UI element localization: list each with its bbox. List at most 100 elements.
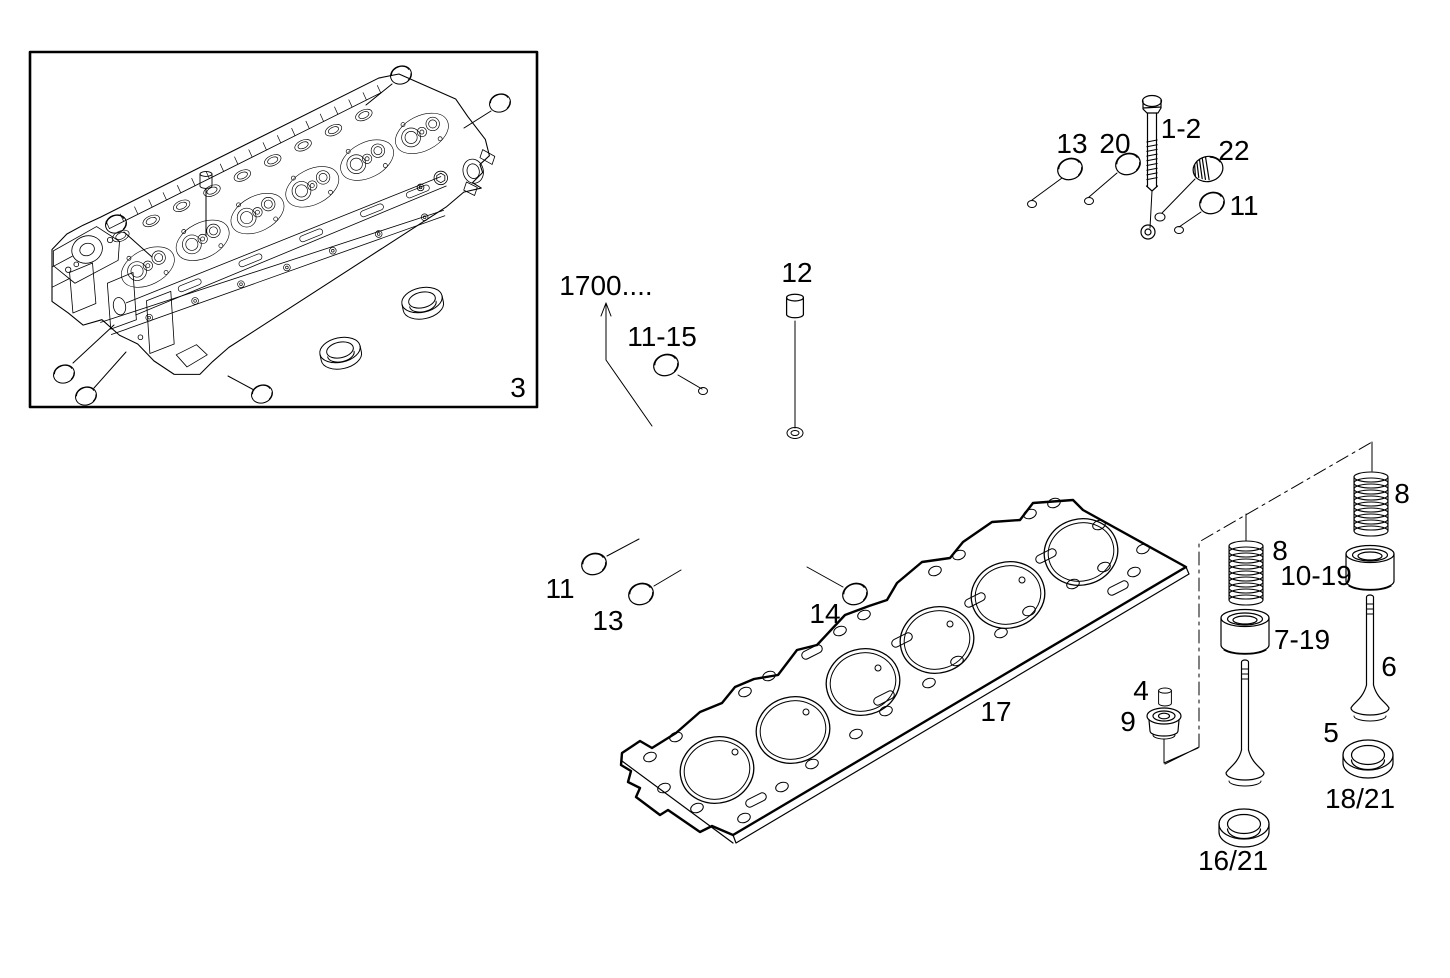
gasket-slot	[891, 632, 913, 648]
gasket-hole	[775, 781, 789, 793]
gasket-holes	[643, 497, 1150, 824]
spring-coil	[1353, 483, 1389, 495]
callout-13-bottom: 13	[592, 605, 624, 636]
gasket-hole	[857, 609, 871, 621]
spring-coil	[1228, 540, 1264, 552]
callout-18-21: 18/21	[1324, 783, 1396, 814]
plug-11-15	[650, 350, 682, 380]
gasket-hole	[669, 731, 683, 743]
inset-plug	[248, 381, 276, 407]
inset-plug	[50, 361, 78, 387]
bolt-thread	[1146, 167, 1158, 171]
tappet-10-19-drawing	[1345, 544, 1395, 591]
callout-7-19: 7-19	[1273, 624, 1331, 655]
spring-coil	[1353, 489, 1389, 501]
callout-6: 6	[1381, 651, 1397, 682]
valve-5-drawing	[1225, 659, 1265, 787]
spring-coil	[1228, 582, 1264, 594]
plugs-and-bolt	[578, 94, 1228, 609]
tappet-7-19-drawing	[1220, 608, 1270, 655]
gasket-hole	[762, 670, 776, 682]
spring-coil	[1353, 501, 1389, 513]
gasket-hole	[1066, 578, 1080, 590]
bolt-thread	[1146, 153, 1158, 157]
gasket-outline	[619, 498, 1188, 837]
gasket-bore-inner	[829, 652, 897, 712]
gasket-bore-inner	[974, 565, 1042, 625]
spring-coil	[1228, 594, 1264, 606]
gasket-slot	[801, 644, 823, 660]
callout-16-21: 16/21	[1197, 845, 1269, 876]
inset-seal-ring	[316, 333, 365, 374]
gasket-hole	[805, 758, 819, 770]
stem-seal-9-drawing	[1146, 707, 1182, 740]
gasket-hole	[833, 625, 847, 637]
bolt-thread	[1146, 144, 1158, 148]
gasket-bore-inner	[1047, 522, 1115, 582]
inset-box	[28, 50, 539, 409]
valve-spring-drawing	[1228, 540, 1264, 606]
callout-13-top: 13	[1056, 128, 1088, 159]
callout-22: 22	[1218, 135, 1250, 166]
gasket-slot	[1107, 580, 1129, 596]
gasket-hole	[922, 677, 936, 689]
gasket-slot	[1035, 548, 1057, 564]
callout-11-bottom: 11	[545, 573, 575, 604]
spring-coil	[1228, 552, 1264, 564]
inset-leader-lines	[72, 83, 492, 391]
callout-5: 5	[1323, 717, 1339, 748]
valve-train-parts	[1146, 441, 1395, 848]
inset-plug	[72, 383, 100, 409]
gasket-hole	[952, 549, 966, 561]
inset-border	[28, 50, 539, 409]
assembly-ref-arrow	[600, 302, 653, 427]
plug-11-top	[1196, 188, 1228, 218]
bolt-thread	[1146, 158, 1158, 162]
spring-coil	[1353, 471, 1389, 483]
callout-8-left: 8	[1272, 535, 1288, 566]
callout-12: 12	[781, 257, 813, 288]
callout-11-15: 11-15	[627, 321, 697, 352]
spring-coil	[1353, 495, 1389, 507]
callout-11-top: 11	[1229, 190, 1259, 221]
gasket-slot	[964, 592, 986, 608]
gasket-hole	[737, 812, 751, 824]
gasket-bore-inner	[759, 700, 827, 760]
gasket-bore-inner	[683, 740, 751, 800]
bush-4-drawing	[1158, 687, 1172, 707]
spring-coil	[1353, 507, 1389, 519]
spring-coil	[1228, 576, 1264, 588]
head-gasket-drawing	[619, 497, 1190, 844]
gasket-hole	[950, 655, 964, 667]
gasket-hole	[1092, 519, 1106, 531]
gasket-hole	[1023, 508, 1037, 520]
spring-coil	[1228, 558, 1264, 570]
gasket-hole	[1127, 566, 1141, 578]
callout-8-right: 8	[1394, 478, 1410, 509]
gasket-bore	[825, 648, 901, 716]
gasket-hole	[643, 751, 657, 763]
leader-lines	[606, 172, 1202, 588]
gasket-slot	[873, 690, 895, 706]
callout-1-2: 1-2	[1160, 113, 1202, 144]
spring-coil	[1353, 519, 1389, 531]
spring-coil	[1353, 513, 1389, 525]
head-bolt-drawing	[1140, 94, 1163, 240]
spring-coil	[1228, 570, 1264, 582]
gasket-hole	[994, 627, 1008, 639]
callout-3: 3	[510, 372, 526, 403]
gasket-bore-inner	[903, 610, 971, 670]
gasket-hole	[690, 802, 704, 814]
callout-10-19: 10-19	[1280, 560, 1352, 591]
gasket-hole	[738, 686, 752, 698]
gasket-pin-hole	[874, 664, 882, 672]
gasket-pin-hole	[1018, 576, 1026, 584]
valve-6-drawing	[1350, 594, 1390, 722]
gasket-hole	[849, 728, 863, 740]
gasket-bore	[679, 736, 755, 804]
gasket-bore	[899, 606, 975, 674]
gasket-hole	[1047, 497, 1061, 509]
spring-coil	[1228, 546, 1264, 558]
spring-coil	[1228, 564, 1264, 576]
